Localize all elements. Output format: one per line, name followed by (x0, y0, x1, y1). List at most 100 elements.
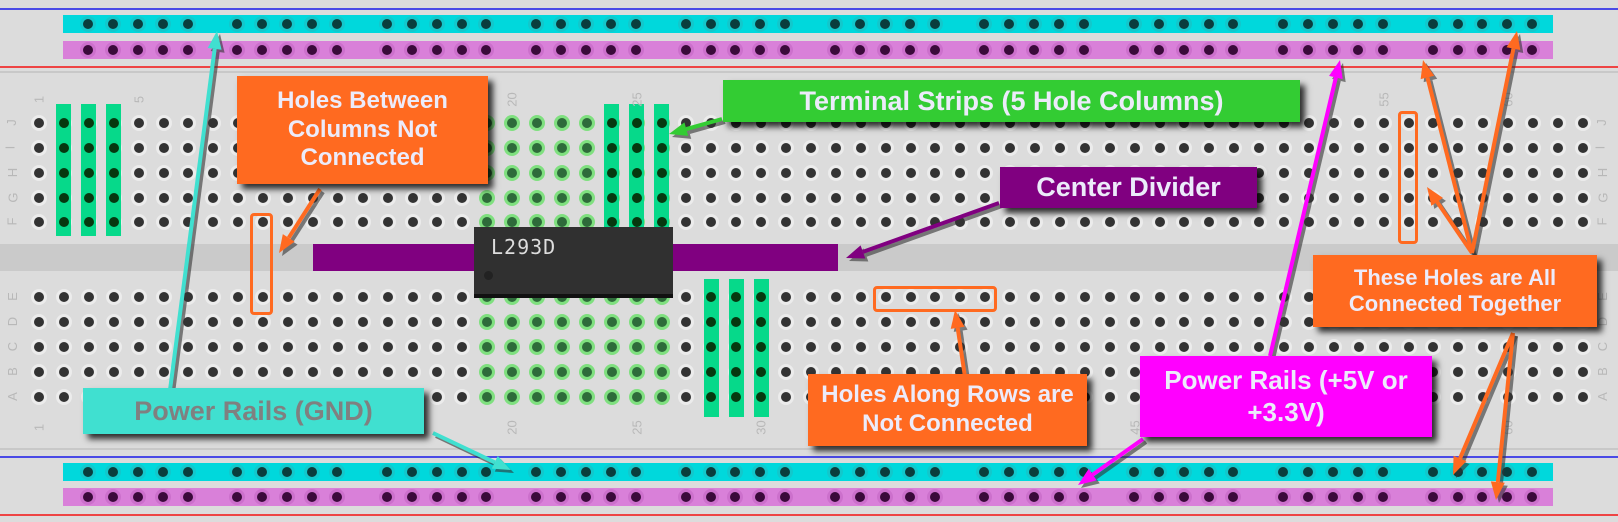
breadboard-hole[interactable] (1229, 292, 1240, 302)
breadboard-hole[interactable] (1129, 392, 1140, 402)
breadboard-hole[interactable] (1254, 118, 1265, 128)
rail-hole[interactable] (232, 492, 243, 502)
rail-hole[interactable] (1153, 45, 1164, 55)
rail-hole[interactable] (1452, 19, 1463, 29)
breadboard-hole[interactable] (830, 292, 841, 302)
rail-hole[interactable] (1527, 492, 1538, 502)
breadboard-hole[interactable] (1204, 292, 1215, 302)
breadboard-hole[interactable] (407, 367, 418, 377)
breadboard-hole[interactable] (606, 317, 617, 327)
breadboard-hole[interactable] (407, 193, 418, 203)
breadboard-hole[interactable] (1353, 342, 1364, 352)
breadboard-hole[interactable] (1453, 118, 1464, 128)
rail-hole[interactable] (979, 19, 990, 29)
rail-hole[interactable] (332, 467, 342, 477)
rail-hole[interactable] (755, 19, 766, 29)
rail-hole[interactable] (132, 467, 143, 477)
breadboard-hole[interactable] (681, 118, 692, 128)
breadboard-hole[interactable] (656, 367, 667, 377)
breadboard-hole[interactable] (805, 143, 816, 153)
breadboard-hole[interactable] (1279, 342, 1289, 352)
rail-hole[interactable] (406, 467, 417, 477)
breadboard-hole[interactable] (1005, 217, 1016, 227)
breadboard-hole[interactable] (357, 317, 368, 327)
breadboard-hole[interactable] (930, 367, 941, 377)
breadboard-hole[interactable] (1254, 168, 1265, 178)
breadboard-hole[interactable] (681, 292, 692, 302)
breadboard-hole[interactable] (1528, 143, 1538, 153)
rail-hole[interactable] (1203, 45, 1214, 55)
breadboard-hole[interactable] (507, 143, 518, 153)
breadboard-hole[interactable] (855, 317, 866, 327)
rail-hole[interactable] (1377, 45, 1388, 55)
rail-hole[interactable] (83, 467, 93, 477)
breadboard-hole[interactable] (1104, 292, 1115, 302)
breadboard-hole[interactable] (706, 217, 717, 227)
breadboard-hole[interactable] (507, 367, 518, 377)
breadboard-hole[interactable] (905, 217, 916, 227)
rail-hole[interactable] (107, 467, 118, 477)
breadboard-hole[interactable] (1478, 342, 1489, 352)
breadboard-hole[interactable] (1079, 143, 1090, 153)
rail-hole[interactable] (556, 45, 567, 55)
breadboard-hole[interactable] (1428, 367, 1439, 377)
breadboard-hole[interactable] (1552, 217, 1563, 227)
breadboard-hole[interactable] (556, 143, 567, 153)
breadboard-hole[interactable] (457, 367, 468, 377)
breadboard-hole[interactable] (1129, 118, 1140, 128)
breadboard-hole[interactable] (34, 292, 44, 302)
breadboard-hole[interactable] (1030, 217, 1040, 227)
rail-hole[interactable] (307, 45, 318, 55)
rail-hole[interactable] (132, 45, 143, 55)
breadboard-hole[interactable] (332, 193, 343, 203)
breadboard-hole[interactable] (756, 168, 767, 178)
breadboard-hole[interactable] (1129, 217, 1140, 227)
breadboard-hole[interactable] (482, 317, 493, 327)
strip-hole[interactable] (631, 168, 642, 178)
rail-hole[interactable] (1054, 492, 1065, 502)
rail-hole[interactable] (730, 19, 741, 29)
rail-hole[interactable] (605, 467, 616, 477)
breadboard-hole[interactable] (1104, 342, 1115, 352)
breadboard-hole[interactable] (332, 317, 343, 327)
breadboard-hole[interactable] (58, 342, 69, 352)
breadboard-hole[interactable] (233, 193, 244, 203)
rail-hole[interactable] (854, 492, 865, 502)
breadboard-hole[interactable] (1129, 342, 1140, 352)
breadboard-hole[interactable] (1254, 342, 1265, 352)
rail-hole[interactable] (157, 492, 168, 502)
rail-hole[interactable] (929, 19, 940, 29)
strip-hole[interactable] (631, 193, 642, 203)
breadboard-hole[interactable] (1378, 168, 1389, 178)
rail-hole[interactable] (182, 492, 193, 502)
rail-hole[interactable] (1377, 19, 1388, 29)
rail-hole[interactable] (1527, 45, 1538, 55)
breadboard-hole[interactable] (1577, 367, 1588, 377)
breadboard-hole[interactable] (930, 193, 941, 203)
breadboard-hole[interactable] (258, 317, 269, 327)
breadboard-hole[interactable] (1478, 392, 1489, 402)
breadboard-hole[interactable] (1005, 317, 1016, 327)
rail-hole[interactable] (381, 19, 392, 29)
rail-hole[interactable] (282, 492, 293, 502)
breadboard-hole[interactable] (1279, 118, 1289, 128)
breadboard-hole[interactable] (1303, 317, 1314, 327)
breadboard-hole[interactable] (930, 143, 941, 153)
rail-hole[interactable] (1178, 467, 1189, 477)
rail-hole[interactable] (581, 467, 591, 477)
breadboard-hole[interactable] (1577, 143, 1588, 153)
rail-hole[interactable] (406, 45, 417, 55)
rail-hole[interactable] (879, 467, 890, 477)
breadboard-hole[interactable] (233, 292, 244, 302)
rail-hole[interactable] (1029, 467, 1040, 477)
rail-hole[interactable] (1004, 467, 1015, 477)
breadboard-hole[interactable] (581, 317, 592, 327)
rail-hole[interactable] (456, 467, 467, 477)
breadboard-hole[interactable] (781, 118, 791, 128)
breadboard-hole[interactable] (108, 367, 119, 377)
strip-hole[interactable] (731, 392, 742, 402)
breadboard-hole[interactable] (233, 367, 244, 377)
breadboard-hole[interactable] (283, 217, 293, 227)
breadboard-hole[interactable] (1503, 168, 1514, 178)
breadboard-hole[interactable] (1254, 217, 1265, 227)
